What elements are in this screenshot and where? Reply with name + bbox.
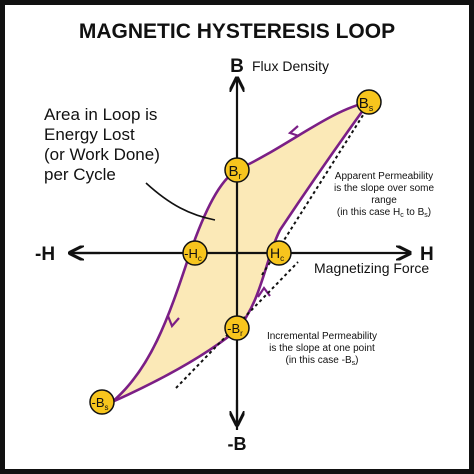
apparent-permeability-annotation: Apparent Permeability is the slope over … bbox=[334, 171, 434, 219]
svg-text:Hc: Hc bbox=[270, 245, 284, 263]
svg-text:-Hc: -Hc bbox=[184, 246, 202, 263]
svg-text:-Bs: -Bs bbox=[92, 395, 109, 412]
area-annotation: Area in Loop is Energy Lost (or Work Don… bbox=[44, 105, 160, 184]
point-bs: Bs bbox=[356, 89, 382, 115]
y-axis-label: B bbox=[230, 56, 244, 77]
loop-direction-arrow-top bbox=[287, 125, 300, 138]
apparent-line-4: (in this case Hc to Bs) bbox=[337, 207, 431, 219]
diagram-title: MAGNETIC HYSTERESIS LOOP bbox=[79, 20, 395, 43]
x-axis-negative-label: -H bbox=[35, 244, 55, 265]
area-annotation-line-3: (or Work Done) bbox=[44, 145, 160, 164]
svg-text:Bs: Bs bbox=[359, 95, 374, 113]
point-negative-br: -Br bbox=[224, 315, 250, 341]
area-annotation-line-4: per Cycle bbox=[44, 165, 116, 184]
apparent-line-3: range bbox=[371, 195, 397, 206]
area-annotation-line-2: Energy Lost bbox=[44, 125, 135, 144]
point-negative-bs: -Bs bbox=[89, 389, 115, 415]
point-br: Br bbox=[224, 157, 250, 183]
loop-direction-arrow-left bbox=[166, 315, 180, 329]
point-negative-hc: -Hc bbox=[182, 240, 208, 266]
incremental-permeability-annotation: Incremental Permeability is the slope at… bbox=[267, 331, 377, 367]
incremental-permeability-line bbox=[175, 261, 299, 389]
area-annotation-line-1: Area in Loop is bbox=[44, 105, 157, 124]
apparent-line-2: is the slope over some bbox=[334, 183, 434, 194]
incremental-line-2: is the slope at one point bbox=[269, 343, 375, 354]
y-axis-desc: Flux Density bbox=[252, 58, 329, 74]
hysteresis-upper-branch bbox=[111, 100, 370, 403]
x-axis-desc: Magnetizing Force bbox=[314, 260, 429, 276]
x-axis-label: H bbox=[420, 244, 434, 265]
incremental-line-3: (in this case -Bs) bbox=[286, 355, 359, 367]
apparent-line-1: Apparent Permeability bbox=[335, 171, 433, 182]
svg-text:-Br: -Br bbox=[227, 321, 243, 338]
y-axis-negative-label: -B bbox=[228, 434, 247, 454]
point-hc: Hc bbox=[266, 240, 292, 266]
hysteresis-lower-branch bbox=[111, 101, 371, 404]
area-pointer-line bbox=[145, 182, 216, 221]
incremental-line-1: Incremental Permeability bbox=[267, 331, 377, 342]
svg-text:Br: Br bbox=[228, 163, 241, 181]
